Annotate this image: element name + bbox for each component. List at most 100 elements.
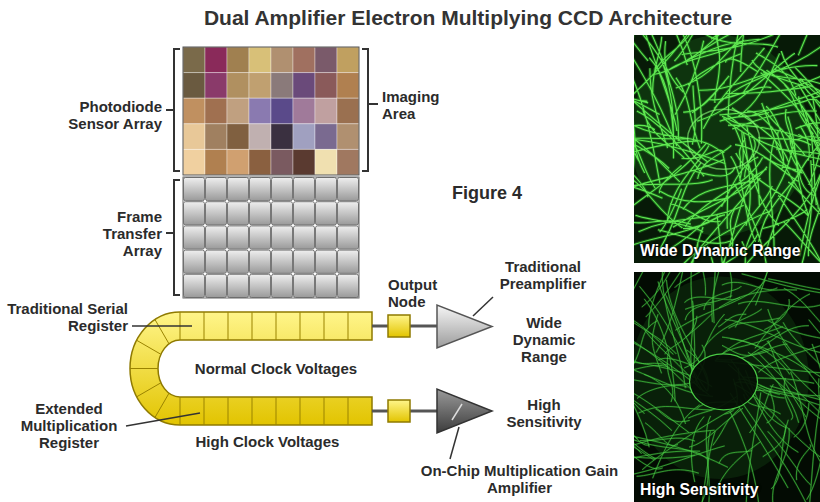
storage-cell: [206, 202, 227, 225]
pixel-cell: [315, 98, 337, 124]
bracket: [362, 49, 378, 171]
pixel-cell: [205, 124, 227, 150]
part-label: Imaging Area: [382, 88, 462, 122]
part-label: On-Chip Multiplication Gain Amplifier: [412, 462, 627, 496]
micrograph: [634, 272, 820, 502]
pixel-cell: [205, 149, 227, 175]
register-cell: [252, 397, 253, 425]
register-cell: [348, 312, 349, 340]
pixel-cell: [183, 149, 205, 175]
storage-cell: [206, 274, 227, 297]
leader-line: [126, 413, 200, 426]
pixel-cell: [315, 73, 337, 99]
storage-cell: [272, 226, 293, 249]
register-cell: [324, 312, 325, 340]
register-cell: [300, 312, 301, 340]
storage-cell: [250, 226, 271, 249]
register-cell: [155, 393, 169, 417]
amplifier-symbol: [437, 389, 492, 433]
pixel-cell: [205, 98, 227, 124]
wire: [372, 410, 388, 413]
pixel-cell: [271, 73, 293, 99]
storage-cell: [184, 202, 205, 225]
pixel-cell: [293, 73, 315, 99]
storage-cell: [228, 226, 249, 249]
part-label: Wide Dynamic Range: [500, 314, 588, 365]
pixel-cell: [227, 124, 249, 150]
panel-caption: Wide Dynamic Range: [640, 241, 816, 260]
register-cell: [300, 397, 301, 425]
pixel-cell: [293, 98, 315, 124]
pixel-cell: [293, 149, 315, 175]
storage-cell: [184, 274, 205, 297]
storage-cell: [294, 226, 315, 249]
amplifier-symbol: [437, 305, 492, 348]
part-label: Photodiode Sensor Array: [30, 98, 162, 132]
storage-cell: [250, 178, 271, 201]
storage-cell: [228, 250, 249, 273]
output-node: [388, 315, 410, 337]
pixel-cell: [249, 149, 271, 175]
pixel-cell: [293, 124, 315, 150]
storage-cell: [294, 250, 315, 273]
array-outline: [183, 177, 359, 298]
pixel-cell: [249, 73, 271, 99]
cytoskeleton-fibers: [634, 272, 820, 502]
leader-line: [473, 297, 493, 316]
part-label: Frame Transfer Array: [62, 208, 162, 259]
storage-cell: [316, 226, 337, 249]
pixel-cell: [227, 149, 249, 175]
storage-cell: [316, 178, 337, 201]
storage-cell: [250, 250, 271, 273]
register-cell: [324, 397, 325, 425]
bracket: [166, 49, 378, 295]
register-cell: [348, 397, 349, 425]
storage-cell: [294, 202, 315, 225]
part-label: Traditional Preamplifier: [478, 258, 608, 292]
pixel-cell: [205, 73, 227, 99]
pixel-cell: [183, 73, 205, 99]
storage-cell: [250, 202, 271, 225]
leader-line: [450, 427, 459, 459]
part-label: Traditional Serial Register: [3, 300, 128, 334]
pixel-cell: [271, 47, 293, 73]
pixel-cell: [315, 47, 337, 73]
pixel-cell: [293, 47, 315, 73]
bracket: [166, 49, 180, 171]
pixel-cell: [227, 98, 249, 124]
micrograph: [634, 35, 820, 263]
amplifier-mark: [452, 404, 462, 420]
register-band: [130, 312, 372, 425]
storage-cell: [184, 226, 205, 249]
bracket: [166, 180, 180, 295]
pixel-cell: [249, 124, 271, 150]
storage-cell: [250, 274, 271, 297]
panel-caption: High Sensitivity: [640, 480, 816, 499]
leader-line: [132, 325, 192, 327]
storage-cell: [272, 274, 293, 297]
part-label: High Clock Voltages: [180, 433, 355, 450]
pixel-cell: [249, 98, 271, 124]
register-cell: [137, 383, 161, 397]
storage-cell: [338, 226, 359, 249]
storage-cell: [206, 226, 227, 249]
storage-cell: [206, 250, 227, 273]
pixel-cell: [183, 124, 205, 150]
register-cell: [204, 397, 205, 425]
pixel-cell: [337, 149, 359, 175]
wire: [410, 410, 437, 413]
output-node: [388, 400, 410, 422]
storage-cell: [338, 178, 359, 201]
storage-cell: [206, 178, 227, 201]
figure-number: Figure 4: [452, 183, 562, 204]
storage-cell: [184, 250, 205, 273]
pixel-cell: [183, 47, 205, 73]
pixel-cell: [315, 149, 337, 175]
pixel-cell: [183, 98, 205, 124]
register-cell: [204, 312, 205, 340]
storage-cell: [338, 274, 359, 297]
register-cell: [228, 312, 229, 340]
pixel-cell: [337, 73, 359, 99]
register-cell: [252, 312, 253, 340]
